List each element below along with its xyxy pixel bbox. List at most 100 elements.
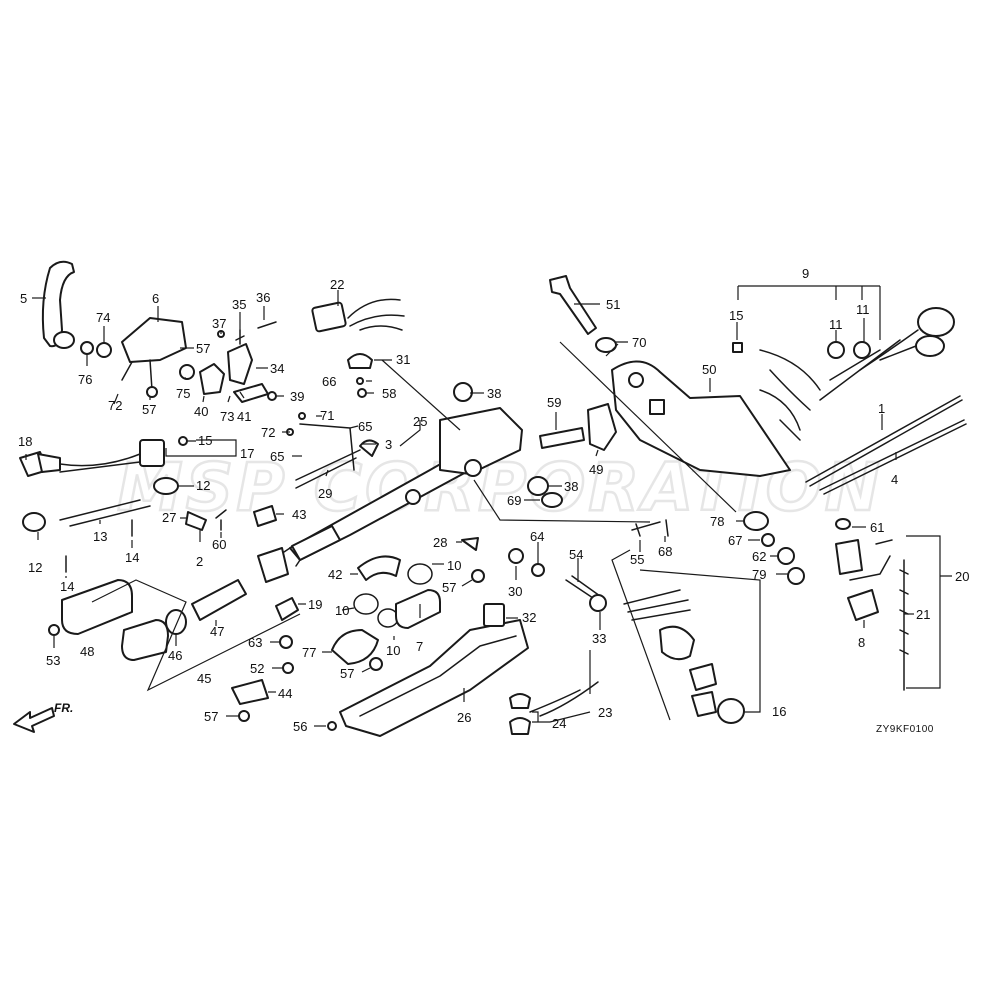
callout-4: 4 (891, 472, 898, 487)
part-square-50 (649, 399, 665, 415)
callout-11a: 11 (829, 317, 843, 332)
callout-56: 56 (293, 719, 307, 734)
part-link-41 (233, 383, 269, 403)
callout-57c: 57 (442, 580, 456, 595)
callout-63: 63 (248, 635, 262, 650)
part-grip-48 (61, 579, 133, 635)
part-block-49 (587, 403, 617, 451)
callout-35: 35 (232, 297, 246, 312)
part-wire-17 (59, 453, 141, 473)
callout-14a: 14 (60, 579, 74, 594)
callout-65a: 65 (358, 419, 372, 434)
callout-14b: 14 (125, 550, 139, 565)
part-connector-9b (915, 335, 945, 357)
callout-36: 36 (256, 290, 270, 305)
diagram-code: ZY9KF0100 (876, 724, 934, 735)
part-key-16b (691, 691, 717, 717)
part-cover-77 (331, 629, 379, 665)
part-bolt-55 (631, 521, 661, 537)
part-lever-5 (41, 260, 75, 348)
part-nut-57a (146, 386, 158, 398)
part-bolt-59 (539, 427, 585, 449)
part-cap-33 (589, 594, 607, 612)
callout-61: 61 (870, 520, 884, 535)
callout-71: 71 (320, 408, 334, 423)
callout-3: 3 (385, 437, 392, 452)
part-clip-12b (22, 512, 46, 532)
part-washer-70 (595, 337, 617, 353)
callout-24: 24 (552, 716, 566, 731)
callout-12a: 12 (196, 478, 210, 493)
part-bushing-38b (527, 476, 549, 496)
callout-9: 9 (802, 266, 809, 281)
callout-79: 79 (752, 567, 766, 582)
callout-13: 13 (93, 529, 107, 544)
part-bolt-39 (267, 391, 277, 401)
part-hole-25 (464, 459, 482, 477)
part-bracket-50 (611, 360, 791, 477)
callout-38b: 38 (564, 479, 578, 494)
callout-37: 37 (212, 316, 226, 331)
part-ignition-16 (659, 625, 695, 661)
part-bracket-20 (849, 539, 893, 581)
part-grip-inner-45 (121, 619, 169, 661)
part-washer-74 (96, 342, 112, 358)
callout-2: 2 (196, 554, 203, 569)
callout-5: 5 (20, 291, 27, 306)
part-rod-29 (295, 449, 361, 489)
part-bushing-78 (743, 511, 769, 531)
callout-22: 22 (330, 277, 344, 292)
callout-48: 48 (80, 644, 94, 659)
part-lever-base-5 (53, 331, 75, 349)
part-washer-76 (80, 341, 94, 355)
callout-31: 31 (396, 352, 410, 367)
callout-45: 45 (197, 671, 211, 686)
callout-75: 75 (176, 386, 190, 401)
part-clip-10a (407, 563, 433, 585)
part-clip-11b (853, 341, 871, 359)
part-clip-28 (461, 537, 479, 551)
callout-28: 28 (433, 535, 447, 550)
callout-15a: 15 (198, 433, 212, 448)
callout-69: 69 (507, 493, 521, 508)
part-wires-22 (347, 298, 405, 331)
part-cap-47 (257, 547, 289, 583)
callout-57b: 57 (142, 402, 156, 417)
callout-57d: 57 (340, 666, 354, 681)
part-nut-61 (835, 518, 851, 530)
callout-20: 20 (955, 569, 969, 584)
part-tray-26 (339, 619, 529, 737)
callout-70: 70 (632, 335, 646, 350)
callout-25: 25 (413, 414, 427, 429)
part-bolt-54 (565, 575, 601, 601)
callout-42: 42 (328, 567, 342, 582)
callout-77: 77 (302, 645, 316, 660)
part-pin-27 (185, 511, 207, 531)
part-clip-24b (509, 717, 531, 735)
part-bracket-6 (121, 317, 187, 363)
callout-43: 43 (292, 507, 306, 522)
part-cable-13 (59, 499, 151, 527)
callout-67: 67 (728, 533, 742, 548)
callout-74: 74 (96, 310, 110, 325)
callout-34: 34 (270, 361, 284, 376)
part-connector-22 (311, 301, 347, 333)
part-spring-21 (899, 559, 909, 691)
part-clamp-31 (347, 353, 373, 369)
front-direction-marker: FR. (13, 701, 73, 733)
part-key-16 (689, 663, 717, 691)
part-cable-4 (819, 419, 967, 495)
part-harness-9 (759, 339, 901, 441)
callout-29: 29 (318, 486, 332, 501)
callout-57a: 57 (196, 341, 210, 356)
callout-10b: 10 (335, 603, 349, 618)
callout-32: 32 (522, 610, 536, 625)
callout-78: 78 (710, 514, 724, 529)
callout-72a: 72 (108, 398, 122, 413)
part-bracket-19 (275, 597, 299, 621)
callout-10c: 10 (386, 643, 400, 658)
callout-68: 68 (658, 544, 672, 559)
part-terminal-15b (732, 342, 743, 353)
part-ring-46 (165, 609, 187, 635)
